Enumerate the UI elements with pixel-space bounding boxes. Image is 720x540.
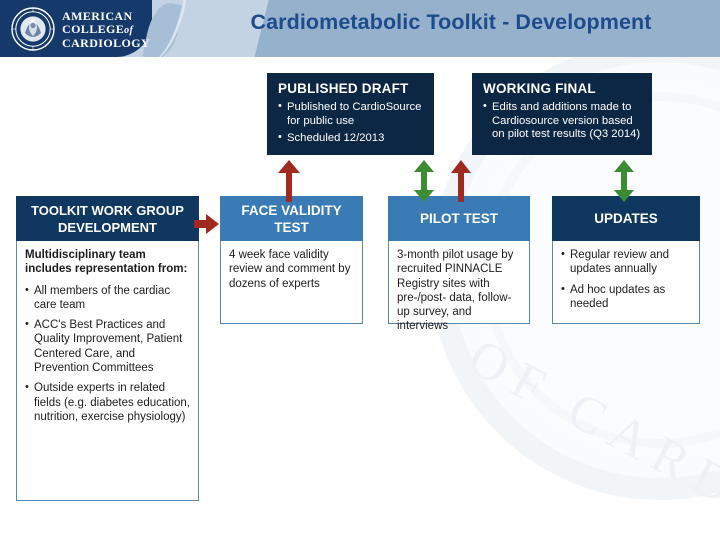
stage-card-updates: UPDATES Regular review and updates annua…	[552, 196, 700, 324]
acc-wordmark-of: of	[124, 24, 134, 36]
updates-bullet-1: Regular review and updates annually	[561, 247, 691, 277]
published-draft-bullet-2: Scheduled 12/2013	[278, 131, 424, 146]
working-final-box: WORKING FINAL Edits and additions made t…	[472, 73, 652, 155]
acc-seal-icon	[11, 7, 55, 51]
page-title: Cardiometabolic Toolkit - Development	[250, 10, 652, 34]
stage-card-pilot-test: PILOT TEST 3-month pilot usage by recrui…	[388, 196, 530, 332]
acc-wordmark-line-3: CARDIOLOGY	[62, 36, 151, 50]
face-validity-test-body: 4 week face validity review and comment …	[220, 241, 363, 324]
acc-wordmark-line-1: AMERICAN	[62, 9, 133, 23]
toolkit-bullet-2: ACC's Best Practices and Quality Improve…	[25, 317, 190, 375]
flow-right-arrow	[194, 214, 219, 234]
toolkit-work-group-development-title: TOOLKIT WORK GROUP DEVELOPMENT	[16, 196, 199, 241]
page-header: AMERICAN COLLEGEof CARDIOLOGY Cardiometa…	[0, 0, 720, 57]
published-draft-box: PUBLISHED DRAFT Published to CardioSourc…	[267, 73, 434, 155]
acc-wordmark-college: COLLEGE	[62, 21, 125, 36]
pilot-test-up-arrow	[450, 160, 472, 202]
toolkit-bullet-1: All members of the cardiac care team	[25, 283, 190, 313]
working-final-title: WORKING FINAL	[483, 81, 596, 96]
updates-bullet-2: Ad hoc updates as needed	[561, 282, 691, 312]
toolkit-work-group-development-body: Multidisciplinary team includes represen…	[16, 241, 199, 501]
acc-wordmark: AMERICAN COLLEGEof CARDIOLOGY	[62, 10, 150, 50]
working-final-bullet-1: Edits and additions made to Cardiosource…	[483, 100, 642, 142]
stage-card-toolkit-work-group-development: TOOLKIT WORK GROUP DEVELOPMENT Multidisc…	[16, 196, 199, 501]
toolkit-lead-text: Multidisciplinary team includes represen…	[25, 249, 188, 276]
acc-wordmark-line-2: COLLEGEof	[62, 21, 150, 38]
published-draft-title: PUBLISHED DRAFT	[278, 81, 409, 96]
published-draft-bullet-1: Published to CardioSource for public use	[278, 100, 424, 128]
stage-card-face-validity-test: FACE VALIDITY TEST 4 week face validity …	[220, 196, 363, 324]
working-final-sync-arrow	[613, 160, 635, 202]
face-validity-test-text: 4 week face validity review and comment …	[229, 249, 351, 290]
toolkit-bullet-3: Outside experts in related fields (e.g. …	[25, 380, 190, 424]
face-validity-test-title: FACE VALIDITY TEST	[220, 196, 363, 241]
published-draft-sync-arrow	[413, 160, 435, 202]
updates-title: UPDATES	[552, 196, 700, 241]
pilot-test-body: 3-month pilot usage by recruited PINNACL…	[388, 241, 530, 332]
pilot-test-title: PILOT TEST	[388, 196, 530, 241]
face-validity-up-arrow	[277, 160, 301, 202]
pilot-test-text: 3-month pilot usage by recruited PINNACL…	[397, 249, 514, 333]
updates-body: Regular review and updates annually Ad h…	[552, 241, 700, 324]
